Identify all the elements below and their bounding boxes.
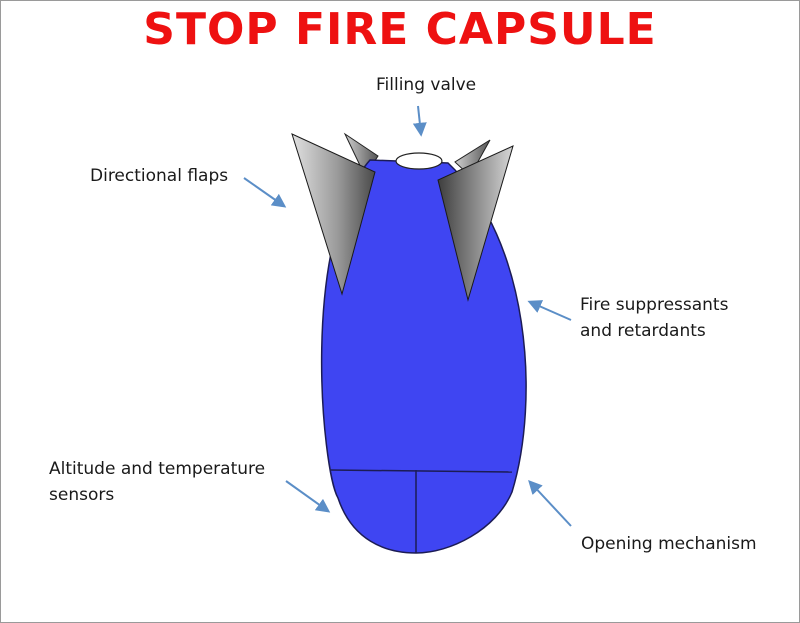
label-fire-suppressants: Fire suppressants and retardants	[580, 295, 729, 341]
arrow-opening-mechanism	[528, 479, 572, 527]
filling-valve	[395, 152, 443, 170]
arrow-filling-valve	[412, 105, 427, 137]
arrow-directional-flaps	[243, 177, 287, 208]
arrow-altitude-sensors	[285, 480, 331, 513]
label-altitude-temperature-sensors: Altitude and temperature sensors	[49, 459, 266, 505]
directional-flap-left	[291, 133, 376, 296]
label-filling-valve: Filling valve	[376, 75, 477, 95]
label-directional-flaps: Directional flaps	[90, 166, 229, 186]
diagram-title: STOP FIRE CAPSULE	[143, 4, 657, 55]
compartment-divider-horizontal	[329, 469, 513, 473]
directional-flap-right	[437, 145, 514, 302]
arrow-fire-suppressants	[527, 300, 572, 321]
label-opening-mechanism: Opening mechanism	[581, 534, 757, 554]
